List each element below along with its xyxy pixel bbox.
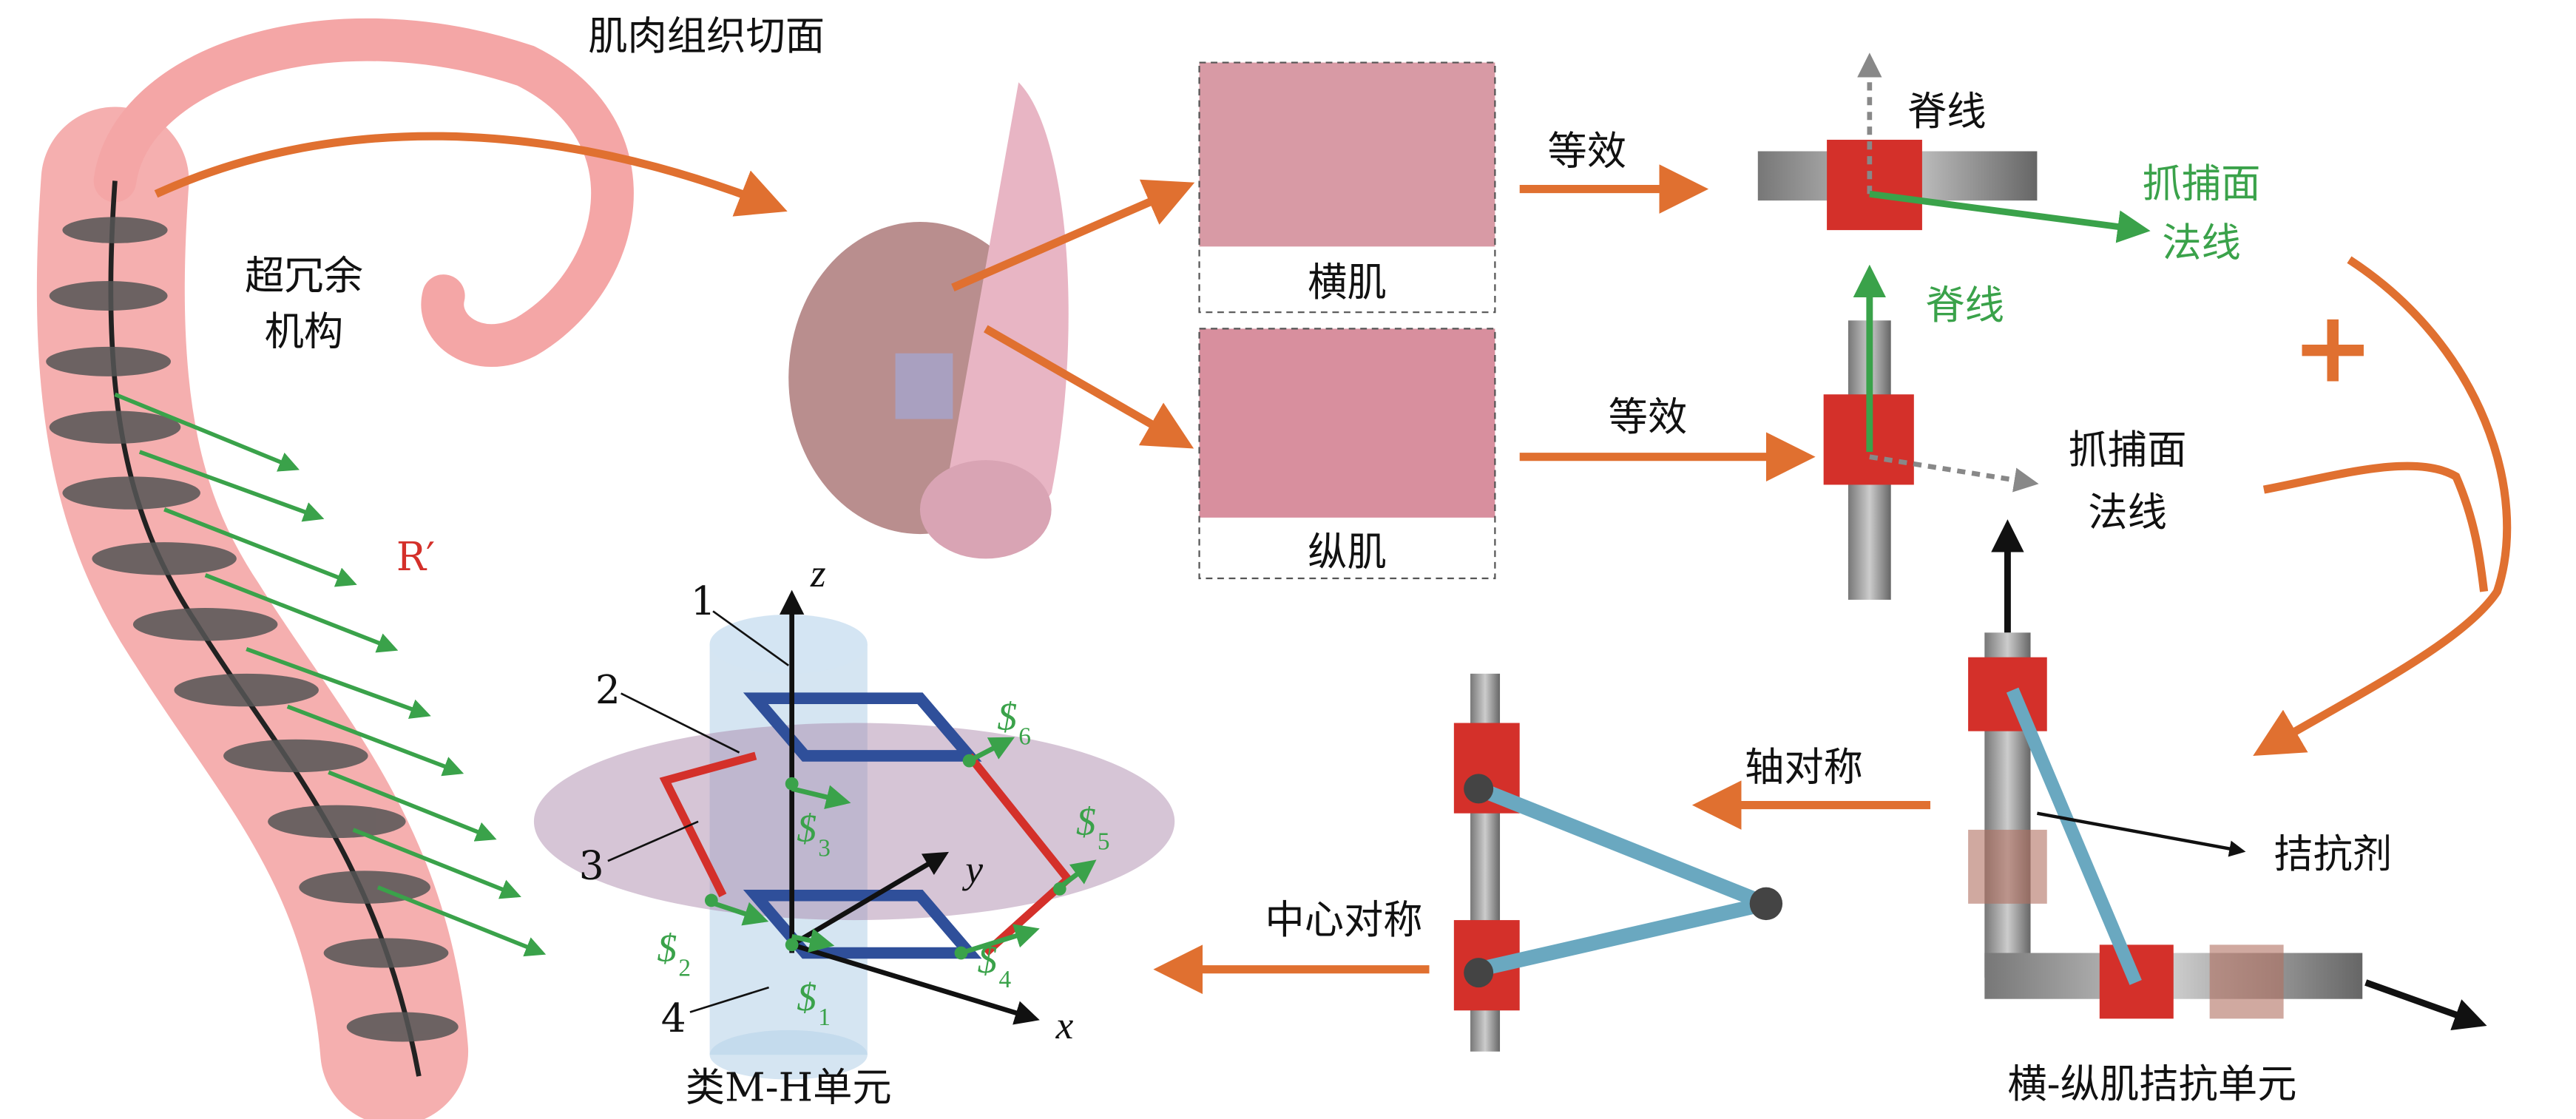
svg-text:3: 3	[818, 834, 831, 862]
part-label-1: 1	[691, 578, 716, 624]
screw-label-2: $2	[657, 926, 692, 982]
longitudinal-unit-model	[1823, 264, 2039, 600]
label-longitudinal-muscle: 纵肌	[1308, 529, 1387, 575]
label-capture-normal-black-1: 抓捕面	[2069, 427, 2187, 473]
arrow-to-section	[154, 132, 788, 217]
label-muscle-section: 肌肉组织切面	[588, 13, 825, 59]
transverse-unit-model	[1757, 53, 2151, 243]
screw-label-5: $5	[1076, 799, 1110, 856]
muscle-cross-section-image	[788, 82, 1069, 559]
svg-text:$: $	[797, 975, 817, 1019]
svg-text:6: 6	[1018, 723, 1031, 750]
svg-text:4: 4	[999, 966, 1012, 993]
transverse-muscle-panel: 横肌	[1198, 61, 1496, 314]
screw-label-4: $4	[978, 937, 1012, 993]
label-equivalent-1: 等效	[1547, 128, 1626, 174]
axis-label-x: x	[1055, 1003, 1074, 1047]
screw-arrows-green	[114, 392, 547, 957]
label-ridge-line-black: 脊线	[1907, 89, 1987, 135]
axis-label-y: y	[961, 847, 983, 891]
svg-text:$: $	[797, 805, 817, 850]
label-mh-unit: 类M-H单元	[686, 1064, 892, 1110]
combine-arrow-branch	[2262, 462, 2489, 592]
part-label-2: 2	[595, 667, 621, 713]
mh-unit-diagram	[533, 589, 1175, 1080]
axis-label-z: z	[810, 551, 826, 595]
svg-text:5: 5	[1098, 828, 1110, 856]
svg-text:2: 2	[678, 955, 691, 982]
label-capture-normal-black-2: 法线	[2088, 490, 2167, 535]
label-hyper-redundant-2: 机构	[265, 309, 344, 355]
tentacle-discs	[46, 217, 459, 1042]
label-antagonist-unit: 横-纵肌拮抗单元	[2007, 1061, 2296, 1107]
label-capture-normal-green-1: 抓捕面	[2143, 161, 2261, 207]
screw-label-6: $6	[997, 694, 1031, 750]
label-transverse-muscle: 横肌	[1308, 260, 1387, 305]
label-ridge-line-green: 脊线	[1925, 283, 2004, 328]
label-capture-normal-green-2: 法线	[2162, 220, 2241, 266]
screw-label-1: $1	[797, 975, 831, 1031]
label-equivalent-2: 等效	[1609, 394, 1688, 440]
antagonist-unit-model	[1968, 519, 2487, 1030]
part-label-4: 4	[661, 995, 686, 1041]
symmetric-unit-model	[1453, 673, 1783, 1052]
label-r-prime: R′	[396, 534, 435, 580]
longitudinal-muscle-panel: 纵肌	[1198, 328, 1496, 580]
label-antagonist: 拮抗剂	[2274, 831, 2392, 877]
part-label-3: 3	[579, 843, 604, 889]
plus-sign: +	[2291, 290, 2374, 405]
svg-text:1: 1	[818, 1004, 831, 1031]
tentacle-hyper-redundant-mechanism	[36, 18, 634, 1119]
svg-text:$: $	[978, 937, 998, 981]
label-hyper-redundant-1: 超冗余	[245, 253, 363, 299]
combine-arrow	[2253, 256, 2512, 757]
label-axial-symmetry: 轴对称	[1745, 744, 1863, 790]
arrow-to-transverse	[951, 179, 1195, 291]
screw-label-3: $3	[797, 805, 831, 862]
svg-text:$: $	[997, 694, 1017, 738]
arrow-to-longitudinal	[984, 325, 1194, 449]
svg-text:$: $	[657, 926, 677, 970]
label-central-symmetry: 中心对称	[1265, 897, 1422, 943]
svg-text:$: $	[1076, 799, 1096, 844]
